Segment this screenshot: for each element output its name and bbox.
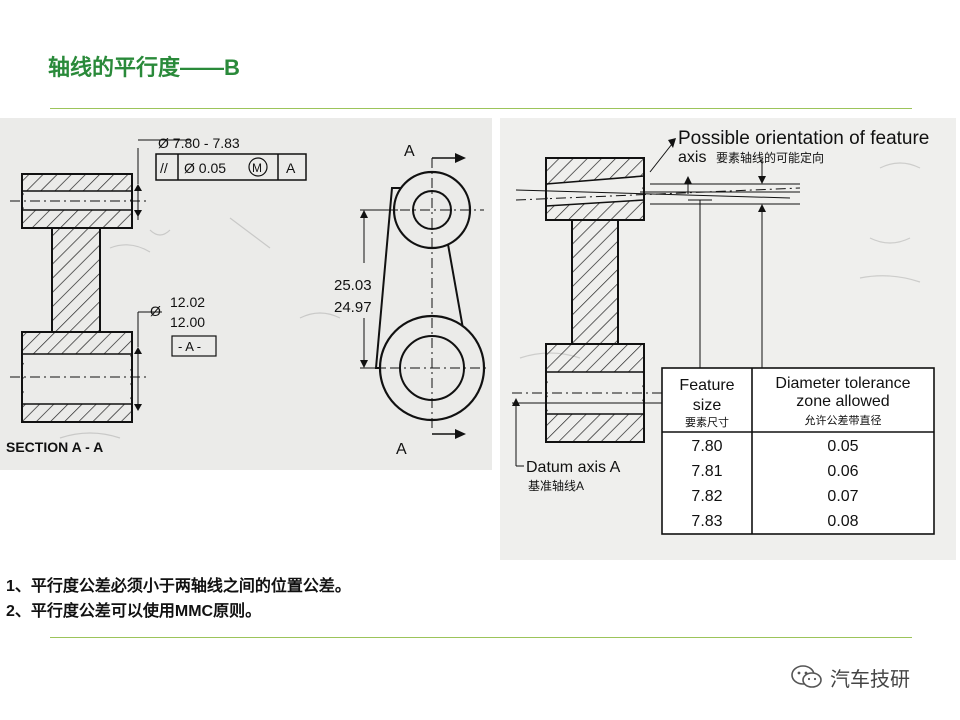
top-divider (50, 108, 912, 109)
bore-dim-lower: 12.00 (170, 314, 205, 330)
datum-box (171, 335, 217, 357)
row-size: 7.82 (691, 488, 722, 505)
wechat-icon (791, 665, 822, 688)
bullet-item: 2、平行度公差可以使用MMC原则。 (6, 603, 262, 620)
row-tol: 0.08 (827, 513, 858, 530)
orientation-label-en-2: axis (678, 149, 706, 166)
header-tol-cn: 允许公差带直径 (805, 413, 882, 427)
cut-label-top: A (404, 143, 415, 160)
header-feature-cn: 要素尺寸 (685, 415, 729, 429)
bullet-list: 1、平行度公差必须小于两轴线之间的位置公差。 2、平行度公差可以使用MMC原则。 (6, 574, 351, 624)
bottom-divider (50, 637, 912, 638)
datum-label: - A - (178, 339, 201, 354)
header-feature-en-1: Feature (679, 377, 734, 394)
orientation-label-en-1: Possible orientation of feature (678, 128, 929, 149)
section-label: SECTION A - A (6, 439, 103, 455)
section-part (10, 139, 190, 423)
background-scan-noise (59, 217, 341, 439)
watermark-text: 汽车技研 (830, 666, 910, 691)
parallelism-symbol: // (160, 160, 168, 176)
slide-title: 轴线的平行度——B (48, 55, 240, 80)
row-tol: 0.07 (827, 488, 858, 505)
datum-axis-cn: 基准轴线A (528, 478, 584, 493)
header-feature-en-2: size (693, 397, 722, 414)
right-drawing-panel: Possible orientation of feature axis 要素轴… (500, 118, 956, 560)
orientation-label-cn: 要素轴线的可能定向 (716, 150, 824, 165)
dim-top-label: Ø 7.80 - 7.83 (158, 135, 240, 151)
row-tol: 0.06 (827, 463, 858, 480)
row-tol: 0.05 (827, 438, 858, 455)
watermark: 汽车技研 (790, 662, 910, 692)
header-tol-en-1: Diameter tolerance (775, 375, 910, 392)
fcf-datum: A (286, 160, 296, 176)
center-dist-upper: 25.03 (334, 277, 372, 294)
fcf-modifier: M (252, 161, 262, 175)
cut-label-bottom: A (396, 441, 407, 458)
background-scan-noise-right (519, 162, 921, 359)
right-drawing: Possible orientation of feature axis 要素轴… (512, 128, 935, 535)
left-drawing-panel: Ø 7.80 - 7.83 // Ø 0.05 M A Ø 12.02 12.0… (0, 118, 492, 470)
row-size: 7.83 (691, 513, 722, 530)
fcf-tolerance: Ø 0.05 (184, 160, 226, 176)
left-drawing: Ø 7.80 - 7.83 // Ø 0.05 M A Ø 12.02 12.0… (6, 135, 490, 458)
bore-dim-upper: 12.02 (170, 294, 205, 310)
feature-control-frame: // Ø 0.05 M A (155, 153, 307, 181)
right-section-part (512, 138, 801, 467)
row-size: 7.80 (691, 438, 722, 455)
tolerance-table: Feature size 要素尺寸 Diameter tolerance zon… (661, 367, 935, 535)
bullet-item: 1、平行度公差必须小于两轴线之间的位置公差。 (6, 578, 351, 595)
link-front-view (360, 153, 490, 439)
bore-dim-prefix: Ø (150, 303, 161, 319)
mmc-circle-icon (248, 157, 268, 177)
header-tol-en-2: zone allowed (796, 393, 889, 410)
row-size: 7.81 (691, 463, 722, 480)
datum-axis-en: Datum axis A (526, 459, 621, 476)
center-dist-lower: 24.97 (334, 299, 372, 316)
